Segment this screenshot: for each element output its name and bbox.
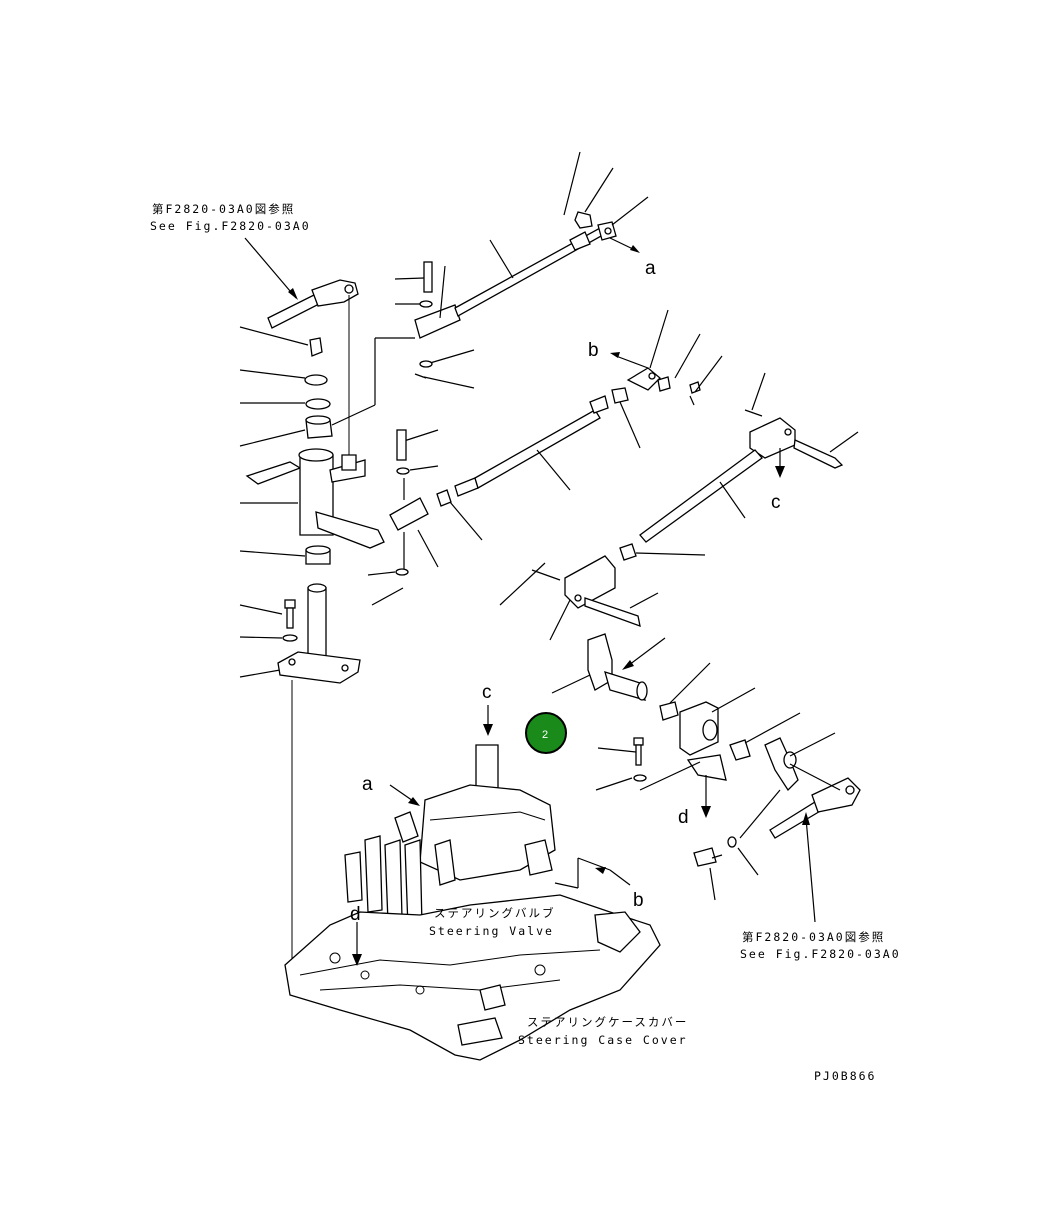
marker-d-lower: d: [350, 904, 361, 925]
steering-valve-label-en: Steering Valve: [429, 924, 554, 938]
steering-case-cover: [284, 894, 661, 1061]
ref-label-top-en: See Fig.F2820-03A0: [150, 219, 311, 233]
left-part-stack: [239, 326, 333, 678]
marker-c-lower: c: [482, 682, 492, 703]
ref-label-right-en: See Fig.F2820-03A0: [740, 947, 901, 961]
marker-a-lower: a: [362, 774, 373, 795]
lower-shaft-plate: [277, 583, 361, 684]
drawing-code: PJ0B866: [814, 1069, 876, 1083]
marker-b-upper: b: [588, 340, 599, 361]
steering-valve-body: [344, 705, 631, 929]
ref-label-right-jp: 第F2820-03A0図参照: [742, 930, 885, 944]
callout-number[interactable]: 2: [542, 729, 548, 741]
ref-leader-right: [805, 817, 816, 923]
marker-c-upper: c: [771, 492, 781, 513]
marker-a-upper: a: [645, 258, 656, 279]
callout-badge[interactable]: 2: [525, 712, 567, 754]
right-lever-assembly: [499, 555, 861, 901]
case-cover-label-jp: ステアリングケースカバー: [527, 1015, 688, 1029]
steering-valve-label-jp: ステアリングバルブ: [434, 906, 556, 920]
long-rod-c: [619, 372, 859, 561]
ref-label-top-jp: 第F2820-03A0図参照: [152, 202, 295, 216]
middle-rod-b: [367, 309, 723, 606]
callout-circle[interactable]: [525, 712, 567, 754]
marker-d-right: d: [678, 807, 689, 828]
upper-rod-a: [331, 151, 649, 426]
ref-leader-top: [244, 237, 297, 299]
marker-b-lower: b: [633, 890, 644, 911]
case-cover-label-en: Steering Case Cover: [518, 1033, 688, 1047]
upper-link-arm: [267, 279, 359, 329]
shaft-lever: [245, 448, 385, 549]
